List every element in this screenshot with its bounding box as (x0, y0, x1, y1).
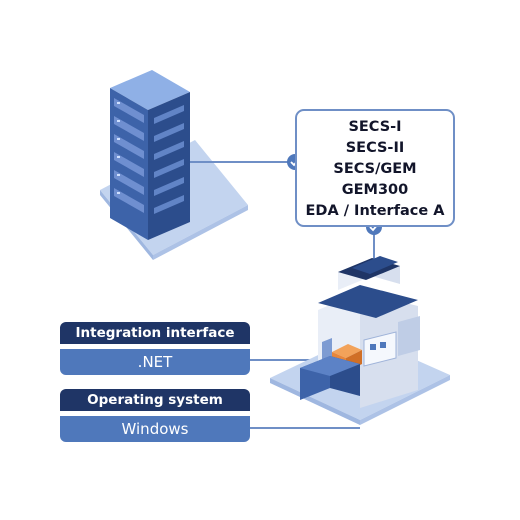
protocol-list-box: SECS-I SECS-II SECS/GEM GEM300 EDA / Int… (295, 109, 455, 227)
operating-system-value: Windows (60, 416, 250, 442)
semiconductor-equipment-icon (270, 256, 450, 425)
operating-system-header: Operating system (60, 389, 250, 411)
server-rack-icon (100, 70, 248, 260)
protocol-item: GEM300 (341, 182, 409, 198)
protocol-item: SECS/GEM (333, 161, 417, 177)
protocol-item: SECS-II (345, 140, 405, 156)
protocol-item: SECS-I (348, 119, 402, 135)
protocol-item: EDA / Interface A (305, 203, 445, 219)
integration-interface-header: Integration interface (60, 322, 250, 344)
integration-interface-value: .NET (60, 349, 250, 375)
